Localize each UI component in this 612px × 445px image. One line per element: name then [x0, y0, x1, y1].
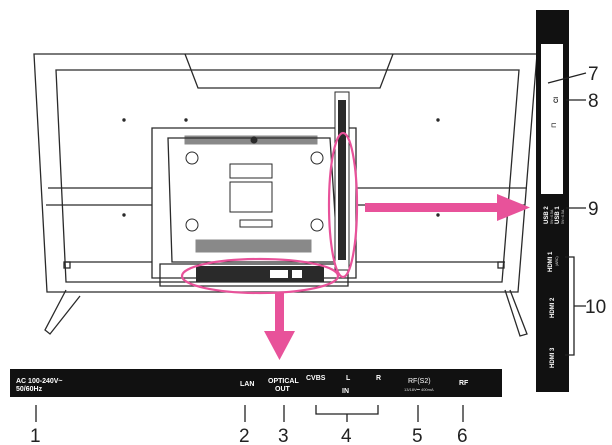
vesa-hole	[185, 151, 199, 165]
bottom-ports-highlight	[180, 257, 340, 295]
rf-s2-spec: 13/18V⎓ 400mA	[404, 387, 434, 392]
arrow-to-side-panel	[365, 194, 530, 221]
bottom-callout-lines	[35, 405, 464, 422]
corner-mark	[63, 261, 71, 269]
tv-left-foot	[44, 289, 81, 335]
vesa-hole	[310, 151, 324, 165]
ci-label: CI	[554, 97, 560, 103]
callout-5: 5	[412, 426, 423, 445]
arrow-to-bottom-panel	[264, 293, 295, 360]
optical-label-line2: OUT	[275, 386, 291, 393]
lan-label: LAN	[240, 381, 254, 388]
callout-9: 9	[588, 199, 599, 220]
side-connector-panel: CI ⊓ USB 2 5V⎓0.5A USB 1 5V⎓0.5A HDMI 1 …	[536, 10, 569, 392]
callout-3: 3	[278, 426, 289, 445]
cvbs-label: CVBS	[306, 375, 326, 382]
tv-left-rail	[46, 187, 152, 206]
tv-outer-frame	[33, 53, 538, 293]
usb2-label: USB 2	[544, 206, 550, 224]
optical-label-line1: OPTICAL	[268, 378, 299, 385]
side-port-strip	[334, 91, 350, 271]
audio-l-label: L	[346, 375, 351, 382]
corner-mark	[497, 261, 505, 269]
callout-7: 7	[588, 64, 599, 85]
vesa-hole	[185, 218, 199, 232]
power-label-line2: 50/60Hz	[16, 386, 43, 393]
tv-top-bump	[184, 53, 394, 89]
hdmi3-label: HDMI 3	[550, 347, 556, 368]
slot-symbol: ⊓	[551, 123, 558, 128]
audio-r-label: R	[376, 375, 381, 382]
tv-right-foot	[504, 289, 528, 337]
plate-rect	[239, 219, 273, 228]
in-label: IN	[342, 388, 349, 395]
tv-back-view	[33, 53, 538, 337]
hdmi2-label: HDMI 2	[550, 297, 556, 318]
callout-6: 6	[457, 426, 468, 445]
callout-2: 2	[239, 426, 250, 445]
bottom-port-strip	[196, 266, 324, 282]
side-ports-highlight	[327, 131, 359, 279]
rf-s2-label: RF(S2)	[408, 378, 431, 385]
rear-plate-details	[122, 118, 440, 253]
hdmi1-sub: (ARC)	[555, 256, 559, 266]
rf-label: RF	[459, 380, 469, 387]
tv-inner-frame	[55, 69, 520, 283]
tv-lower-housing	[159, 263, 349, 287]
plate-rect	[229, 181, 273, 213]
power-label-line1: AC 100-240V~	[16, 378, 63, 385]
usb2-spec: 5V⎓0.5A	[550, 209, 554, 224]
callout-1: 1	[30, 426, 41, 445]
usb1-spec: 5V⎓0.5A	[561, 209, 565, 224]
right-callout-lines	[547, 72, 587, 356]
callout-4: 4	[341, 426, 352, 445]
callout-numbers: 1 2 3 4 5 6 7 8 9 10	[30, 64, 606, 445]
hang-hole	[250, 136, 258, 144]
plate-rect	[229, 163, 273, 179]
callout-8: 8	[588, 91, 599, 112]
vesa-hole	[310, 218, 324, 232]
tv-center-housing	[151, 127, 357, 279]
ci-slot	[541, 44, 563, 194]
callout-10: 10	[585, 297, 606, 318]
usb1-label: USB 1	[555, 206, 561, 224]
bottom-vent	[195, 239, 312, 253]
bottom-connector-panel: AC 100-240V~ 50/60Hz LAN OPTICAL OUT CVB…	[10, 369, 502, 397]
hdmi1-label: HDMI 1	[548, 251, 554, 272]
